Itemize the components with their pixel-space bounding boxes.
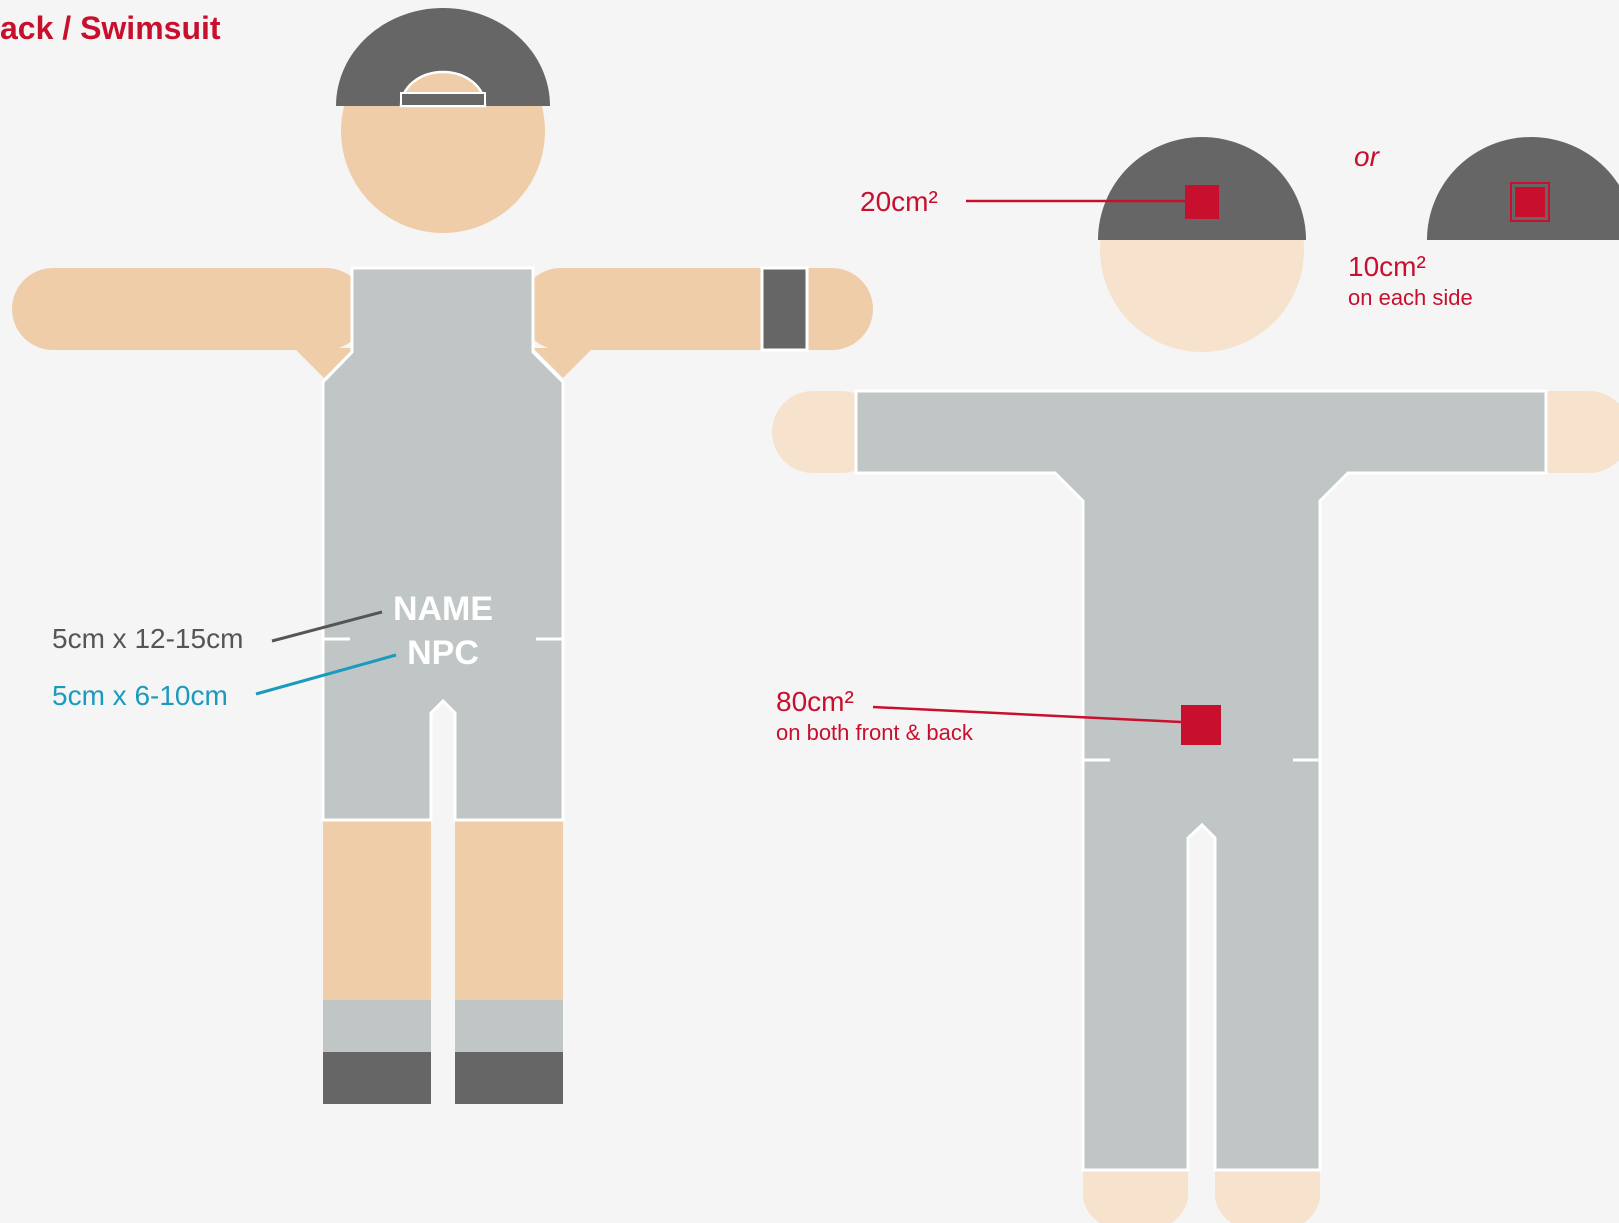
left-cap-band <box>401 93 485 106</box>
body-logo-size-label: 80cm² <box>776 686 854 717</box>
left-arm-left <box>12 268 367 350</box>
left-sock-right <box>455 1000 563 1052</box>
suit-npc-label: NPC <box>407 634 479 672</box>
or-label: or <box>1354 141 1381 172</box>
left-figure: NAME NPC 5cm x 12-15cm 5cm x 6-10cm <box>12 8 873 1104</box>
cap-logo-size-label: 20cm² <box>860 186 938 217</box>
right-foot-right <box>1215 1170 1320 1223</box>
left-swimsuit <box>323 268 563 820</box>
body-logo-note: on both front & back <box>776 720 974 745</box>
left-arm-right <box>520 268 873 350</box>
right-figure: 20cm² or 10cm² on each side 80cm² on bot… <box>772 137 1619 1223</box>
right-bodysuit <box>856 391 1546 1170</box>
body-logo <box>1181 705 1221 745</box>
left-shoe-left <box>323 1052 431 1104</box>
left-shoe-right <box>455 1052 563 1104</box>
side-logo-note: on each side <box>1348 285 1473 310</box>
left-leg-left <box>323 820 431 1000</box>
left-leg-right <box>455 820 563 1000</box>
alt-cap-logo <box>1515 187 1545 217</box>
left-sock-left <box>323 1000 431 1052</box>
cap-logo <box>1185 185 1219 219</box>
wristband <box>762 268 807 350</box>
npc-dimension-label: 5cm x 6-10cm <box>52 680 228 711</box>
right-foot-left <box>1083 1170 1188 1223</box>
suit-name-label: NAME <box>393 590 493 628</box>
page-title: ack / Swimsuit <box>0 10 221 46</box>
side-logo-size-label: 10cm² <box>1348 251 1426 282</box>
name-dimension-label: 5cm x 12-15cm <box>52 623 243 654</box>
